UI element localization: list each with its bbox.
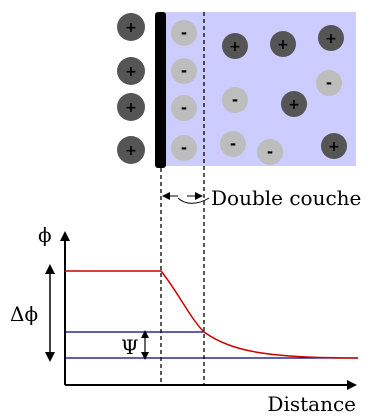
svg-text:-: - [230,135,236,153]
svg-text:+: + [229,39,241,55]
double-layer-label: Double couche [211,186,361,210]
svg-text:+: + [288,97,300,113]
svg-text:-: - [267,143,273,161]
diffuse-layer-ions: + + + - - + - - + [220,25,347,165]
x-axis-label: Distance [267,392,356,416]
electrode-positive-ions: + + + + [117,13,145,164]
y-axis-label: ϕ [38,223,52,247]
svg-text:+: + [125,143,137,159]
svg-text:-: - [181,62,187,80]
delta-phi-label: Δϕ [10,302,38,326]
electrode [155,12,166,168]
svg-text:+: + [328,139,340,155]
svg-text:+: + [125,64,137,80]
psi-label: Ψ [121,335,139,359]
svg-text:-: - [181,99,187,117]
svg-text:-: - [326,74,332,92]
svg-text:+: + [125,20,137,36]
potential-curve [65,270,359,359]
svg-text:-: - [232,91,238,109]
adsorbed-negative-ions: - - - - [171,20,197,161]
svg-text:-: - [181,24,187,42]
svg-text:+: + [277,37,289,53]
svg-text:+: + [125,100,137,116]
svg-text:-: - [181,139,187,157]
double-layer-pointer [177,197,210,204]
svg-text:+: + [325,31,337,47]
